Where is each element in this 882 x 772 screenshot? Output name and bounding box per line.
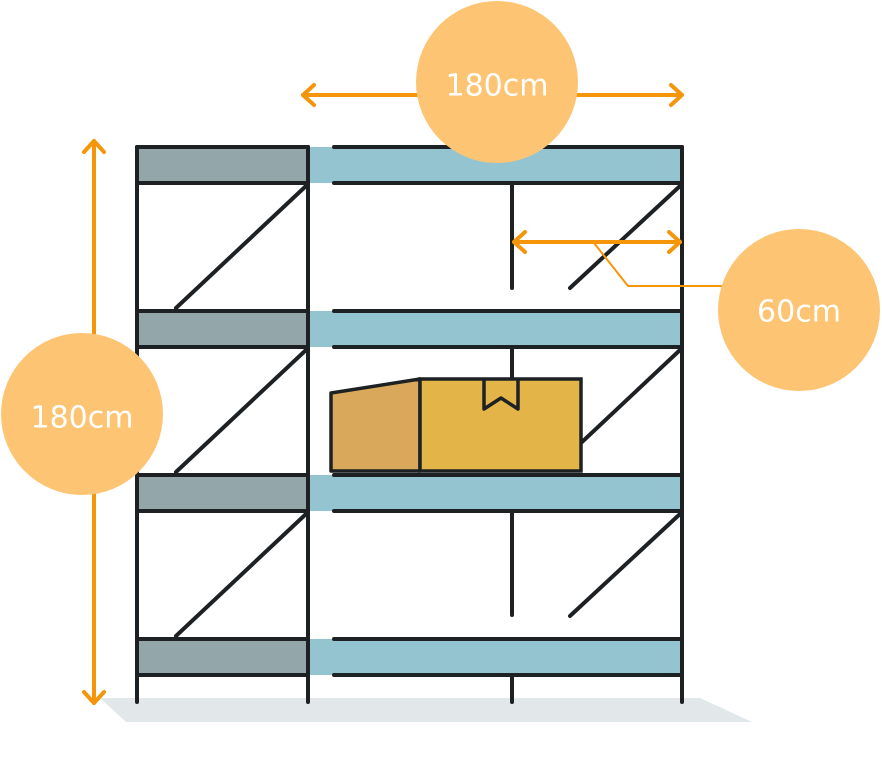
cardboard-box-icon [329, 377, 583, 473]
floor-shadow [100, 698, 752, 722]
depth-badge: 60cm [718, 229, 880, 391]
height-badge: 180cm [1, 333, 163, 495]
depth-label: 60cm [757, 295, 841, 330]
shelf-level-3 [137, 475, 682, 511]
width-label: 180cm [446, 69, 549, 104]
shelf-level-1 [137, 147, 682, 183]
width-badge: 180cm [416, 1, 578, 163]
shelf-level-4 [137, 639, 682, 675]
depth-leader-line [593, 242, 740, 287]
depth-dimension-arrow [512, 230, 682, 254]
height-label: 180cm [31, 401, 134, 436]
shelf-level-2 [137, 311, 682, 347]
shelving-frame [135, 145, 684, 704]
